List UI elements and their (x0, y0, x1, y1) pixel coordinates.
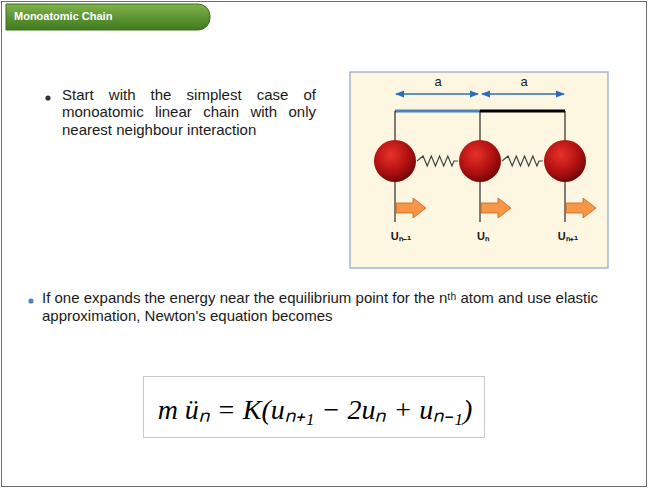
bullet-text: Start with the simplest case of monoatom… (62, 86, 316, 138)
bullet (28, 298, 33, 303)
illustration (350, 72, 608, 268)
illustration-panel (350, 72, 608, 268)
atom (374, 140, 416, 182)
spring-coil (502, 156, 543, 166)
equation-box: m üₙ = K(uₙ₊₁ − 2uₙ + uₙ₋₁) (143, 376, 486, 438)
atoms (374, 140, 586, 182)
lattice-bar (395, 110, 480, 113)
displacement-label: Uₙ (476, 230, 490, 243)
displacement-label: Uₙ₋₁ (390, 230, 413, 243)
spring-coil (417, 156, 458, 166)
dimension-arrow (482, 93, 564, 95)
dimension-label: a (433, 74, 442, 90)
dimension-arrow (396, 93, 478, 95)
lattice-bar (480, 110, 565, 113)
bullet (45, 95, 50, 100)
bullet-text: If one expands the energy near the equil… (42, 289, 622, 325)
displacement-arrow (396, 198, 596, 218)
dimension-label: a (519, 74, 528, 90)
equation-text: m üₙ = K(uₙ₊₁ − 2uₙ + uₙ₋₁) (158, 389, 471, 427)
reference-lines (395, 111, 565, 222)
slide-title: Monoatomic Chain (14, 10, 112, 22)
atom (459, 140, 501, 182)
displacement-label: Uₙ₊₁ (557, 230, 580, 243)
title-tab (6, 4, 210, 30)
atom (544, 140, 586, 182)
